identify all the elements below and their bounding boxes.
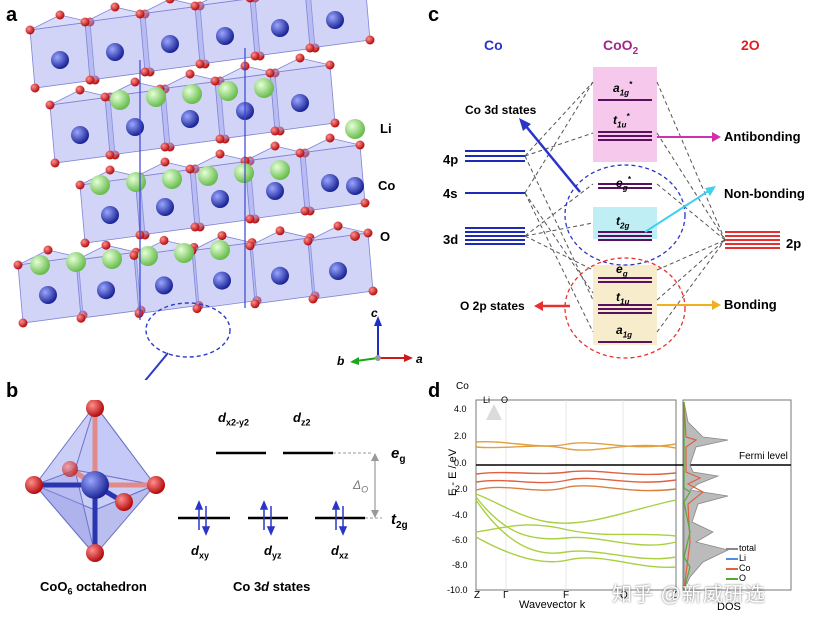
level-4p: 4p [443, 152, 459, 167]
ytick-m2: -2.0 [452, 484, 468, 494]
orbital-dz2: dz2 [293, 410, 311, 428]
col-2o-heading: 2O [741, 37, 760, 53]
o2p-states-label: O 2p states [460, 299, 525, 313]
orbital-dxy: dxy [191, 543, 209, 561]
orbital-dxz: dxz [331, 543, 349, 561]
triangle-co-label: Co [456, 381, 469, 392]
dos-xlabel: DOS [717, 601, 741, 613]
li-atom-icon [345, 119, 365, 139]
ytick-0: 0.0 [454, 458, 467, 468]
legend-atoms [345, 119, 365, 241]
co-atom-icon [346, 177, 364, 195]
kpoint-q: Q [620, 590, 628, 601]
lico2-crystal-structure [13, 0, 413, 380]
legend-co: Co [739, 563, 751, 573]
dos-legend [726, 548, 738, 580]
coo6-octahedron [25, 400, 165, 562]
mo-eg-star: eg* [616, 175, 631, 193]
legend-o-label: O [380, 229, 391, 244]
watermark: 知乎 @新威研选 [612, 584, 766, 606]
ytick-4: 4.0 [454, 404, 467, 414]
axis-b-label: b [337, 354, 345, 368]
ytick-m6: -6.0 [452, 535, 468, 545]
ytick-m10: -10.0 [447, 585, 468, 595]
mo-t1u-star: t1u* [613, 112, 630, 130]
level-3d: 3d [443, 232, 459, 247]
kpoint-gamma: Γ [503, 590, 509, 601]
co3d-states-label: Co 3d states [465, 103, 537, 117]
triangle-o-label: O [501, 395, 509, 405]
legend-co-label: Co [378, 178, 396, 193]
delta-o-label: ΔO [353, 478, 369, 495]
mo-t2g: t2g [616, 214, 630, 231]
mo-a1g-star: a1g* [613, 80, 633, 98]
ytick-m8: -8.0 [452, 560, 468, 570]
orbital-dx2y2: dx2-y2 [218, 410, 249, 428]
axis-c-label: c [371, 306, 378, 320]
panel-a-letter: a [6, 4, 18, 26]
mo-eg: eg [616, 262, 628, 279]
kpoint-z2: Z [671, 590, 678, 601]
band-xlabel: Wavevector k [519, 599, 586, 611]
legend-o: O [739, 573, 747, 583]
triangle-li-label: Li [483, 395, 491, 405]
kpoint-z1: Z [474, 590, 481, 601]
legend-total: total [739, 543, 757, 553]
mo-diagram [465, 67, 780, 359]
panel-b-letter: b [6, 380, 19, 402]
panel-d-letter: d [428, 380, 441, 402]
pointer-arrow [144, 352, 169, 380]
dos-o-curve [683, 402, 691, 591]
eg-label: eg [391, 445, 406, 465]
highlight-octahedron-circle [145, 302, 231, 358]
axis-a-label: a [416, 352, 423, 366]
bonding-label: Bonding [724, 297, 777, 312]
ytick-2: 2.0 [454, 431, 467, 441]
dos-total-area [683, 401, 730, 591]
level-4s: 4s [443, 186, 458, 201]
col-co-heading: Co [484, 37, 503, 53]
band-structure-dos [475, 399, 792, 591]
nonbonding-label: Non-bonding [724, 186, 805, 201]
legend-li: Li [739, 553, 747, 563]
kpoint-f: F [563, 590, 570, 601]
co3d-states-caption: Co 3d states [233, 579, 311, 594]
o-atom-icon [350, 231, 360, 241]
mo-a1g: a1g [616, 323, 633, 340]
panel-c-letter: c [428, 4, 440, 26]
col-coo2-heading: CoO2 [603, 37, 639, 57]
legend-li-label: Li [380, 121, 392, 136]
level-2p: 2p [786, 236, 802, 251]
crystal-field-diagram [178, 451, 382, 536]
ytick-m4: -4.0 [452, 510, 468, 520]
dos-co-curve [683, 401, 705, 591]
orbital-dyz: dyz [264, 543, 282, 561]
octahedron-caption: CoO6 octahedron [40, 579, 147, 597]
antibonding-label: Antibonding [724, 129, 801, 144]
mo-t1u: t1u [616, 290, 630, 307]
t2g-label: t2g [391, 511, 408, 531]
composition-triangle-icon [486, 404, 502, 420]
fermi-level-label: Fermi level [739, 451, 788, 462]
axis-triad [350, 316, 413, 365]
